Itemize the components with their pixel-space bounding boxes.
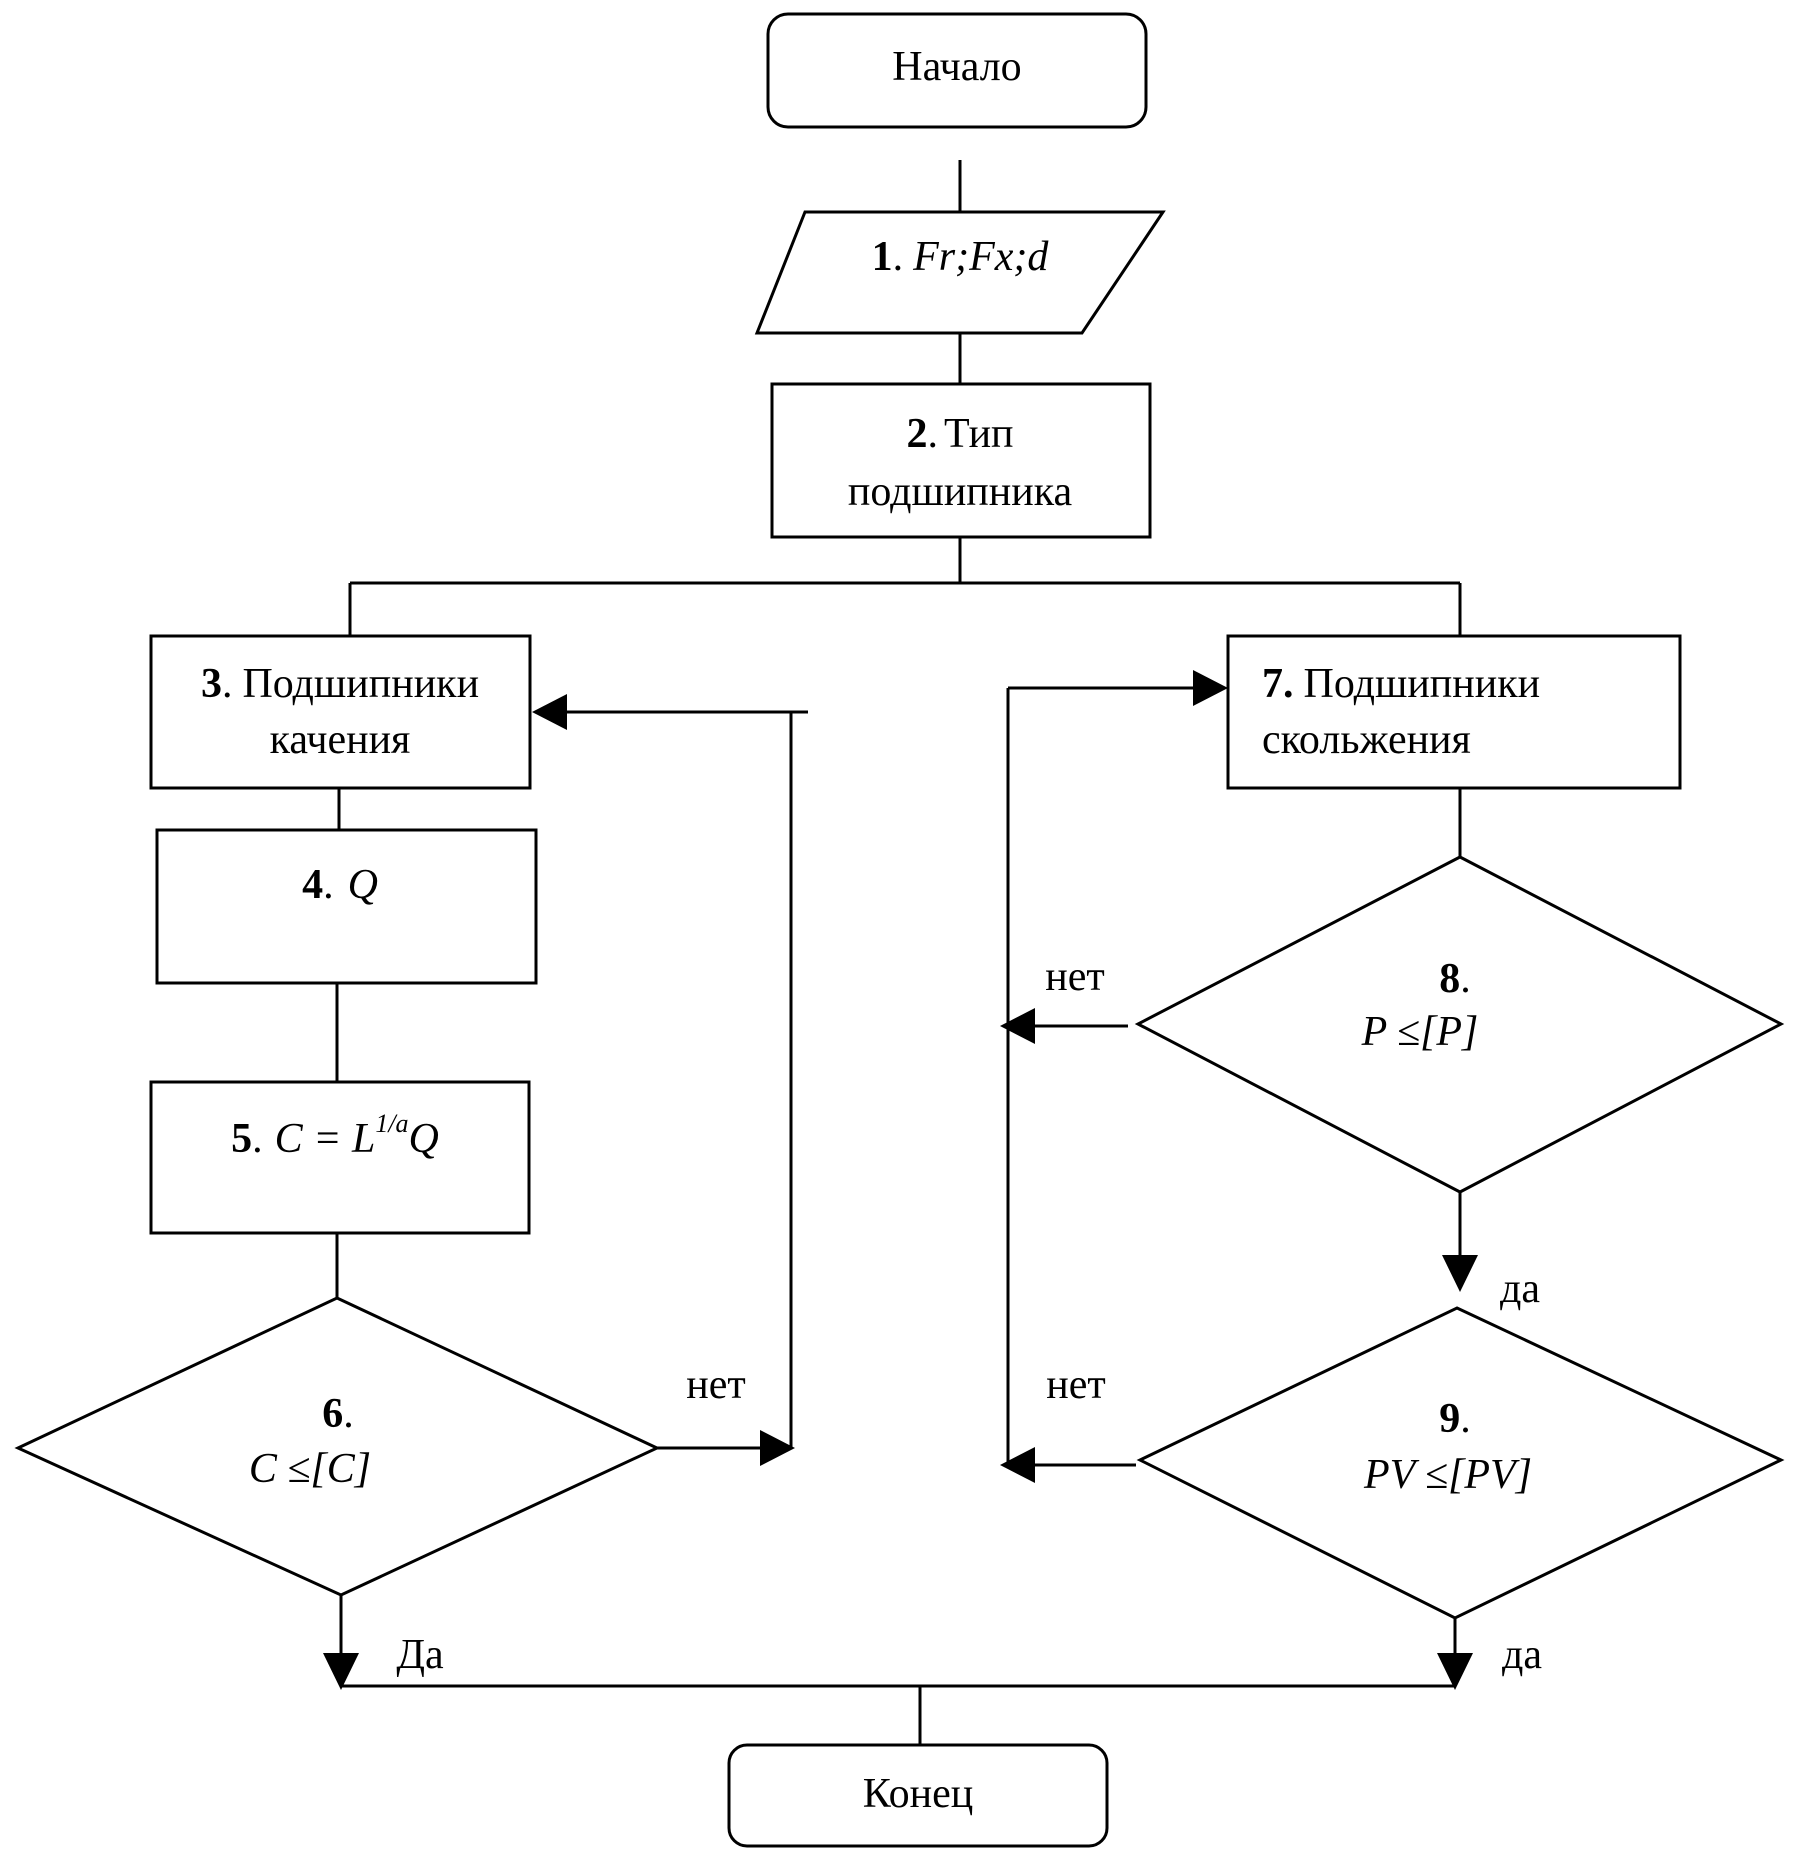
node-3: 3.Подшипники качения — [149, 634, 532, 790]
label-6-no: нет — [686, 1362, 745, 1408]
node-9-dot: . — [1460, 1396, 1471, 1442]
arrow-6-yes — [323, 1653, 359, 1690]
arrow-into-7 — [1193, 670, 1228, 706]
arrow-8-yes — [1442, 1255, 1478, 1292]
end-terminator — [727, 1743, 1109, 1848]
node-2-dot: . — [927, 411, 938, 457]
node-3-label-1: Подшипники — [242, 661, 479, 707]
label-6-yes: Да — [396, 1632, 444, 1678]
input-parallelogram — [754, 210, 1166, 335]
label-9-yes: да — [1502, 1632, 1542, 1678]
node-6-number-line: 6. — [322, 1391, 354, 1437]
node-2-line2: подшипника — [848, 469, 1073, 515]
node-2: 2.Тип подшипника — [770, 382, 1152, 539]
node-3-number: 3 — [201, 661, 222, 707]
node-7-line2: скольжения — [1262, 717, 1471, 763]
connectors — [323, 160, 1478, 1745]
node-3-dot: . — [222, 661, 233, 707]
node-2-box — [770, 382, 1152, 539]
edge-labels: нет Да нет да нет да — [396, 954, 1542, 1678]
node-9: 9. PV ≤[PV] — [1136, 1306, 1785, 1620]
node-4-box — [155, 828, 538, 985]
node-8-condition: P ≤[P] — [1361, 1009, 1479, 1055]
node-4-number: 4 — [302, 862, 323, 908]
node-5: 5. C = L1/aQ — [149, 1080, 531, 1235]
node-end: Конец — [727, 1743, 1109, 1848]
end-label: Конец — [863, 1771, 974, 1817]
node-6-number: 6 — [322, 1391, 343, 1437]
label-8-yes: да — [1500, 1266, 1540, 1312]
arrow-6-no — [760, 1430, 795, 1466]
node-6-dot: . — [343, 1391, 354, 1437]
node-5-rhs: Q — [409, 1116, 439, 1162]
node-7: 7.Подшипники скольжения — [1226, 634, 1682, 790]
node-5-box — [149, 1080, 531, 1235]
node-9-number: 9 — [1439, 1396, 1460, 1442]
node-6-condition: C ≤[C] — [249, 1446, 371, 1492]
arrow-8-no — [1000, 1008, 1035, 1044]
node-8-number-line: 8. — [1439, 956, 1471, 1002]
node-3-line2: качения — [270, 717, 411, 763]
node-3-box — [149, 634, 532, 790]
node-4-label: Q — [348, 862, 378, 908]
node-1-number: 1 — [872, 234, 893, 280]
node-5-lhs: C = L — [275, 1116, 376, 1162]
start-terminator — [766, 12, 1148, 129]
node-8-number: 8 — [1439, 956, 1460, 1002]
node-1-text: 1.Fr;Fx;d — [872, 234, 1050, 280]
node-5-text: 5. C = L1/aQ — [231, 1109, 439, 1162]
node-5-exponent: 1/a — [375, 1109, 408, 1138]
node-1-dot: . — [893, 234, 904, 280]
node-4-text: 4. Q — [302, 862, 378, 908]
node-2-line1: 2.Тип — [906, 411, 1013, 457]
arrow-into-3 — [532, 694, 567, 730]
node-7-number: 7. — [1262, 661, 1294, 707]
node-9-condition: PV ≤[PV] — [1363, 1452, 1532, 1498]
label-9-no: нет — [1046, 1362, 1105, 1408]
node-1-label: Fr;Fx;d — [912, 234, 1049, 280]
node-3-line1: 3.Подшипники — [201, 661, 479, 707]
node-4: 4. Q — [155, 828, 538, 985]
node-2-label-1: Тип — [944, 411, 1014, 457]
node-5-number: 5 — [231, 1116, 252, 1162]
node-start: Начало — [766, 12, 1148, 129]
node-7-label-1: Подшипники — [1304, 661, 1541, 707]
label-8-no: нет — [1045, 954, 1104, 1000]
node-4-dot: . — [323, 862, 334, 908]
node-2-number: 2 — [906, 411, 927, 457]
node-5-dot: . — [252, 1116, 263, 1162]
node-8-dot: . — [1460, 956, 1471, 1002]
node-7-box — [1226, 634, 1682, 790]
decision-9 — [1136, 1306, 1785, 1620]
node-8: 8. P ≤[P] — [1134, 855, 1785, 1194]
decision-8 — [1134, 855, 1785, 1194]
start-label: Начало — [892, 44, 1021, 90]
arrow-9-no — [1000, 1447, 1035, 1483]
node-6: 6. C ≤[C] — [14, 1296, 661, 1597]
arrow-9-yes — [1437, 1653, 1473, 1690]
node-9-number-line: 9. — [1439, 1396, 1471, 1442]
node-1: 1.Fr;Fx;d — [754, 210, 1166, 335]
node-7-line1: 7.Подшипники — [1262, 661, 1540, 707]
decision-6 — [14, 1296, 661, 1597]
